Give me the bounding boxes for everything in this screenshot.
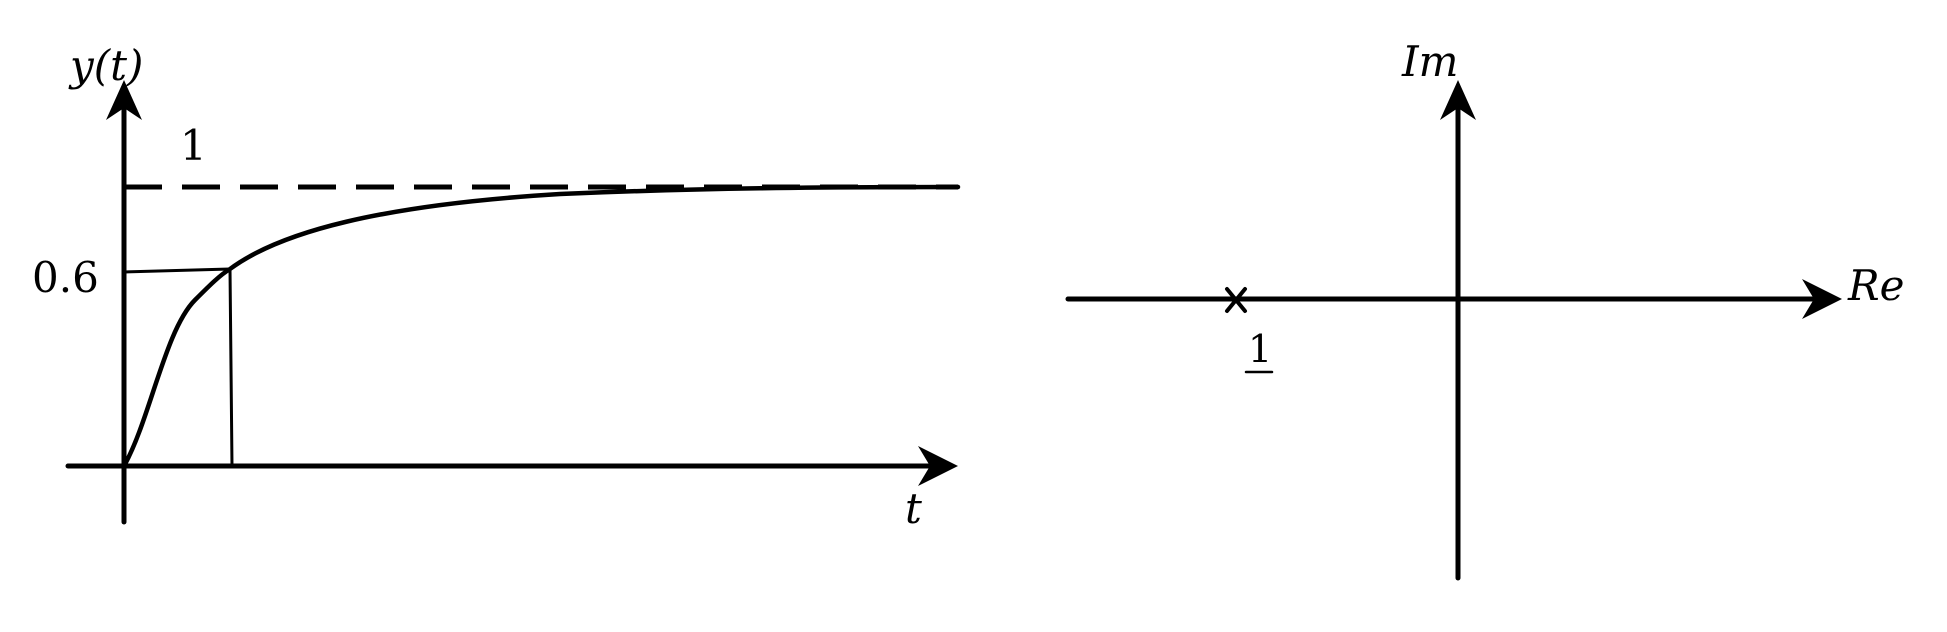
y-axis-arrowhead [106,80,142,120]
final-value-label: 1 [180,121,207,170]
level-mark-label: 0.6 [32,253,99,302]
y-axis-label: y(t) [68,41,143,90]
imag-axis-label: Im [1401,37,1458,86]
t-axis-label: t [905,484,922,533]
imag-axis-arrowhead [1440,80,1476,120]
level-guide-horizontal [122,267,232,274]
pole-label: 1 [1248,327,1272,371]
step-response-curve [121,184,961,469]
real-axis-arrowhead [1802,279,1842,319]
step-response-plot: y(t) t 1 0.6 [32,41,961,533]
t-axis-arrowhead [918,446,958,486]
level-guide-vertical [228,267,234,468]
real-axis-label: Re [1847,261,1904,310]
pole-marker [1225,287,1247,313]
pole-map-plot: 1 Im Re [1065,37,1904,581]
